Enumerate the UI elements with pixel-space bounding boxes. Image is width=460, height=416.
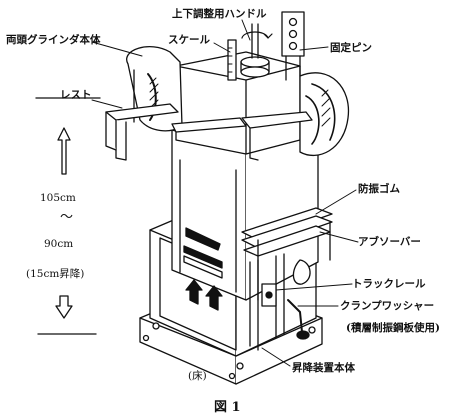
height-wave-label: 〜 (60, 210, 74, 225)
lift-body-label: 昇降装置本体 (292, 362, 355, 374)
clamp-washer-label: クランプワッシャー (340, 300, 435, 312)
clamp-note-label: (積層制振鋼板使用) (346, 322, 440, 334)
top-fixtures (227, 11, 305, 81)
grinder-head (126, 46, 350, 157)
grinder-body-label: 両頭グラインダ本体 (6, 34, 101, 46)
track-rail-label: トラックレール (352, 278, 426, 290)
absorber-label: アブソーバー (358, 236, 421, 248)
figure-caption: 図 1 (214, 400, 241, 415)
height-max-label: 105cm (40, 192, 76, 204)
height-min-label: 90cm (44, 238, 74, 250)
rest-plates (105, 103, 313, 161)
height-indicator (35, 97, 101, 335)
floor-label: (床) (188, 370, 207, 382)
rest-label: レスト (60, 89, 92, 101)
handle-label: 上下調整用ハンドル (172, 8, 267, 20)
rubber-label: 防振ゴム (358, 183, 400, 195)
height-rise-label: (15cm昇降) (26, 268, 85, 280)
fixing-pin-label: 固定ピン (330, 42, 372, 54)
column-body (171, 109, 319, 311)
leader-lines (91, 19, 359, 367)
track-rail (249, 253, 311, 351)
scale-label: スケール (168, 34, 210, 46)
